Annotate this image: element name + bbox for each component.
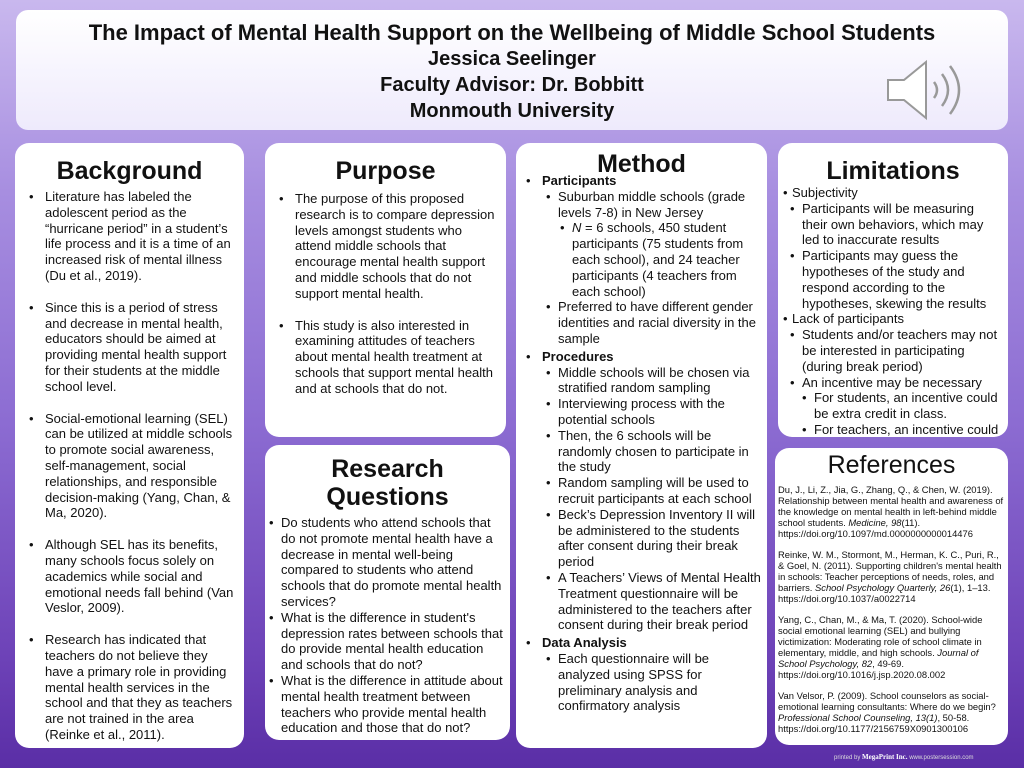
- reference-item: Van Velsor, P. (2009). School counselors…: [778, 690, 996, 734]
- poster-title: The Impact of Mental Health Support on t…: [88, 20, 936, 45]
- list-item: N = 6 schools, 450 student participants …: [546, 220, 761, 299]
- purpose-panel: Purpose The purpose of this proposed res…: [265, 143, 506, 437]
- list-item: For students, an incentive could be extr…: [792, 390, 1002, 422]
- references-heading: References: [827, 451, 956, 479]
- list-item: A Teachers’ Views of Mental Health Treat…: [532, 570, 761, 633]
- list-item: What is the difference in attitude about…: [265, 673, 508, 736]
- references-panel: References Du, J., Li, Z., Jia, G., Zhan…: [775, 448, 1008, 745]
- limitations-panel: Limitations Subjectivity Participants wi…: [778, 143, 1008, 437]
- list-item: For teachers, an incentive could be a $5…: [792, 422, 1002, 437]
- list-item: Research has indicated that teachers do …: [15, 632, 238, 743]
- section-label: Participants: [542, 173, 617, 188]
- research-questions-heading: Research Questions: [326, 455, 449, 511]
- printer-credit: printed by MegaPrint Inc. www.postersess…: [834, 753, 974, 761]
- speaker-icon[interactable]: [884, 58, 968, 122]
- list-item: Preferred to have different gender ident…: [532, 299, 761, 346]
- list-item: Random sampling will be used to recruit …: [532, 475, 761, 507]
- list-item: Interviewing process with the potential …: [532, 396, 761, 428]
- list-item: Although SEL has its benefits, many scho…: [15, 537, 238, 616]
- reference-item: Du, J., Li, Z., Jia, G., Zhang, Q., & Ch…: [778, 484, 1004, 539]
- research-questions-panel: Research Questions Do students who atten…: [265, 445, 510, 740]
- list-item: Beck’s Depression Inventory II will be a…: [532, 507, 761, 570]
- list-item: Do students who attend schools that do n…: [265, 515, 508, 610]
- list-item: Then, the 6 schools will be randomly cho…: [532, 428, 761, 475]
- reference-item: Reinke, W. M., Stormont, M., Herman, K. …: [778, 549, 1002, 604]
- section-label: Procedures: [542, 348, 614, 364]
- purpose-heading: Purpose: [335, 157, 436, 185]
- poster-header: The Impact of Mental Health Support on t…: [16, 10, 1008, 130]
- advisor: Faculty Advisor: Dr. Bobbitt: [380, 74, 644, 96]
- author: Jessica Seelinger: [428, 48, 596, 70]
- list-item: This study is also interested in examini…: [265, 318, 498, 397]
- list-item: The purpose of this proposed research is…: [265, 191, 498, 302]
- list-item: Students and/or teachers may not be inte…: [780, 327, 1002, 374]
- section-label: Data Analysis: [542, 635, 627, 651]
- background-panel: Background Literature has labeled the ad…: [15, 143, 244, 748]
- limitations-heading: Limitations: [826, 157, 960, 185]
- section-label: Subjectivity: [792, 185, 858, 200]
- list-item: What is the difference in student's depr…: [265, 610, 508, 673]
- list-item: Since this is a period of stress and dec…: [15, 300, 238, 395]
- list-item: An incentive may be necessary: [802, 374, 982, 390]
- list-item: Participants may guess the hypotheses of…: [780, 248, 1002, 311]
- list-item: Middle schools will be chosen via strati…: [532, 365, 761, 397]
- method-panel: Method Participants Suburban middle scho…: [516, 143, 767, 748]
- list-item: Literature has labeled the adolescent pe…: [15, 189, 238, 284]
- list-item: Social-emotional learning (SEL) can be u…: [15, 411, 238, 522]
- list-item: Participants will be measuring their own…: [780, 201, 1002, 248]
- section-label: Lack of participants: [792, 311, 905, 327]
- background-heading: Background: [56, 157, 203, 185]
- reference-item: Yang, C., Chan, M., & Ma, T. (2020). Sch…: [778, 614, 983, 680]
- university: Monmouth University: [409, 100, 615, 122]
- list-item: Suburban middle schools (grade levels 7-…: [558, 188, 746, 220]
- list-item: Each questionnaire will be analyzed usin…: [532, 651, 761, 714]
